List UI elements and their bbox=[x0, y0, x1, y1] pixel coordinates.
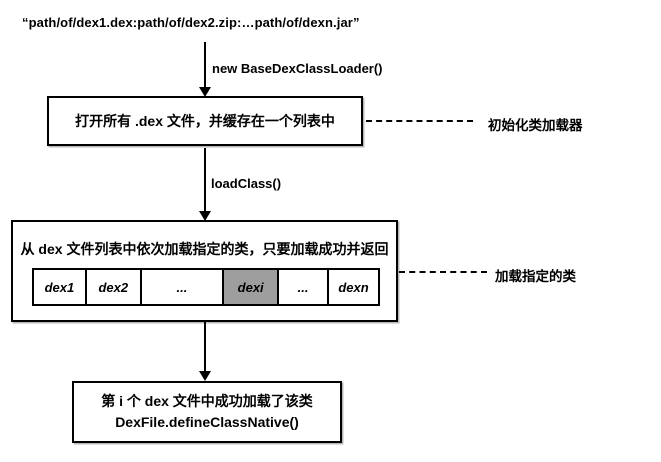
dex-file-list: dex1 dex2 ... dexi ... dexn bbox=[32, 268, 380, 306]
box-init-classloader-text: 打开所有 .dex 文件，并缓存在一个列表中 bbox=[75, 113, 335, 129]
arrowhead-icon bbox=[199, 87, 211, 97]
dex-cell-ellipsis: ... bbox=[277, 268, 330, 306]
side-note-load-specified-class: 加载指定的类 bbox=[495, 269, 576, 284]
dex-cell-dexi-highlighted: dexi bbox=[222, 268, 280, 306]
dashed-connector-init bbox=[366, 120, 473, 122]
box-init-classloader: 打开所有 .dex 文件，并缓存在一个列表中 bbox=[47, 96, 363, 146]
arrow-label-loadclass: loadClass() bbox=[211, 176, 282, 191]
dashed-connector-load bbox=[399, 271, 487, 273]
arrow-line-loadclass bbox=[204, 148, 206, 212]
dex-cell-dex1: dex1 bbox=[32, 268, 87, 306]
arrow-label-new-basedexclassloader: new BaseDexClassLoader() bbox=[212, 61, 383, 76]
box-result-line2: DexFile.defineClassNative() bbox=[115, 414, 299, 430]
arrow-line-result bbox=[204, 322, 206, 372]
box-load-class-from-dex-list: 从 dex 文件列表中依次加载指定的类，只要加载成功并返回 dex1 dex2 … bbox=[11, 220, 398, 322]
dex-cell-dexn: dexn bbox=[327, 268, 380, 306]
dex-cell-dex2: dex2 bbox=[84, 268, 142, 306]
dex-cell-ellipsis: ... bbox=[139, 268, 225, 306]
arrow-line-new-basedexclassloader bbox=[204, 42, 206, 88]
dex-path-string: “path/of/dex1.dex:path/of/dex2.zip:…path… bbox=[22, 15, 360, 30]
box-define-class-native: 第 i 个 dex 文件中成功加载了该类 DexFile.defineClass… bbox=[72, 381, 342, 443]
arrowhead-icon bbox=[199, 371, 211, 381]
arrowhead-icon bbox=[199, 211, 211, 221]
side-note-init-classloader: 初始化类加载器 bbox=[488, 118, 583, 133]
box-result-line1: 第 i 个 dex 文件中成功加载了该类 bbox=[101, 393, 313, 409]
box-load-class-text: 从 dex 文件列表中依次加载指定的类，只要加载成功并返回 bbox=[20, 241, 389, 257]
